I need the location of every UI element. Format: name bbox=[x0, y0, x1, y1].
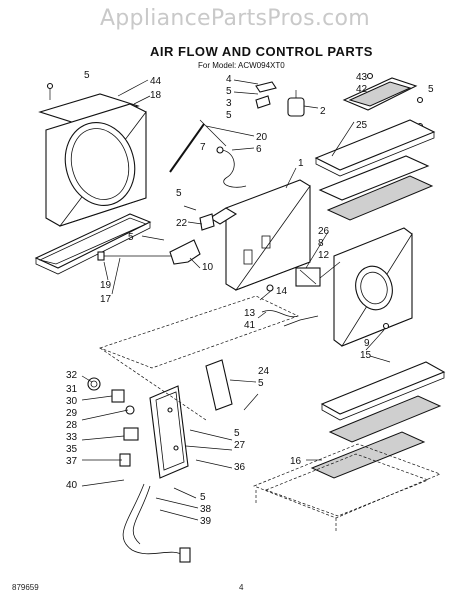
wire-13-41 bbox=[261, 310, 319, 327]
page-number: 4 bbox=[239, 583, 244, 592]
callout-1: 1 bbox=[298, 158, 304, 169]
callout-4: 4 bbox=[226, 74, 232, 85]
callout-26: 26 bbox=[318, 226, 330, 237]
access-cover-24 bbox=[205, 359, 233, 411]
callout-5: 5 bbox=[200, 492, 206, 503]
callout-17: 17 bbox=[100, 294, 112, 305]
mid-panel bbox=[318, 155, 430, 201]
top-panel-25 bbox=[314, 119, 436, 177]
callout-44: 44 bbox=[150, 76, 162, 87]
bracket-10 bbox=[169, 239, 201, 265]
center-bulkhead-1 bbox=[208, 179, 311, 291]
callout-35: 35 bbox=[66, 444, 78, 455]
fan-shroud-26 bbox=[333, 227, 413, 347]
callout-43: 43 bbox=[356, 72, 368, 83]
filter-holder-42 bbox=[342, 77, 418, 111]
filter-16 bbox=[310, 431, 426, 479]
callout-2: 2 bbox=[320, 106, 326, 117]
callout-38: 38 bbox=[200, 504, 212, 515]
top-cover-plate-44 bbox=[38, 93, 140, 125]
callout-13: 13 bbox=[244, 308, 256, 319]
callout-22: 22 bbox=[176, 218, 188, 229]
callout-16: 16 bbox=[290, 456, 302, 467]
base-pan-19 bbox=[34, 213, 152, 275]
switch-30 bbox=[111, 389, 135, 415]
callout-5: 5 bbox=[128, 232, 134, 243]
callout-40: 40 bbox=[66, 480, 78, 491]
front-grille-frame-18 bbox=[45, 103, 147, 227]
callout-5: 5 bbox=[84, 70, 90, 81]
callout-42: 42 bbox=[356, 84, 368, 95]
callout-8: 8 bbox=[318, 238, 324, 249]
callout-5: 5 bbox=[226, 86, 232, 97]
model-subtitle: For Model: ACW094XT0 bbox=[198, 61, 285, 70]
callout-15: 15 bbox=[360, 350, 372, 361]
air-deflector-15 bbox=[320, 361, 446, 421]
callout-32: 32 bbox=[66, 370, 78, 381]
callout-29: 29 bbox=[66, 408, 78, 419]
callout-6: 6 bbox=[256, 144, 262, 155]
shaft-17 bbox=[97, 251, 178, 261]
callout-3: 3 bbox=[226, 98, 232, 109]
callout-19: 19 bbox=[100, 280, 112, 291]
callout-14: 14 bbox=[276, 286, 288, 297]
callout-25: 25 bbox=[356, 120, 368, 131]
callout-7: 7 bbox=[200, 142, 206, 153]
capacitor-2 bbox=[287, 90, 305, 117]
rod-20 bbox=[169, 119, 227, 173]
callout-5: 5 bbox=[258, 378, 264, 389]
callout-5: 5 bbox=[176, 188, 182, 199]
callout-37: 37 bbox=[66, 456, 78, 467]
callout-36: 36 bbox=[234, 462, 246, 473]
filter-media-upper bbox=[326, 175, 434, 221]
callout-10: 10 bbox=[202, 262, 214, 273]
document-code: 879659 bbox=[12, 583, 39, 592]
clip-22 bbox=[199, 213, 215, 231]
base-outline-dashed bbox=[253, 443, 441, 532]
callout-41: 41 bbox=[244, 320, 256, 331]
thermostat-6 bbox=[216, 146, 247, 188]
fastener-14 bbox=[266, 284, 274, 292]
knob-32 bbox=[87, 377, 101, 391]
callout-18: 18 bbox=[150, 90, 162, 101]
filter-media-lower bbox=[328, 395, 442, 443]
callout-27: 27 bbox=[234, 440, 246, 451]
callout-5: 5 bbox=[234, 428, 240, 439]
control-panel-27 bbox=[149, 385, 189, 479]
screw-icon bbox=[382, 322, 390, 330]
callout-33: 33 bbox=[66, 432, 78, 443]
page-title: AIR FLOW AND CONTROL PARTS bbox=[150, 44, 373, 59]
callout-5: 5 bbox=[428, 84, 434, 95]
screw-icon bbox=[46, 82, 54, 100]
callout-28: 28 bbox=[66, 420, 78, 431]
relay-33 bbox=[123, 427, 139, 441]
callout-31: 31 bbox=[66, 384, 78, 395]
callout-9: 9 bbox=[364, 338, 370, 349]
power-cord-39 bbox=[122, 483, 191, 563]
callout-30: 30 bbox=[66, 396, 78, 407]
switch-8-12 bbox=[295, 267, 321, 287]
callout-39: 39 bbox=[200, 516, 212, 527]
callout-20: 20 bbox=[256, 132, 268, 143]
watermark: AppliancePartsPros.com bbox=[99, 6, 371, 31]
callout-12: 12 bbox=[318, 250, 330, 261]
bracket-3-4 bbox=[255, 81, 277, 109]
callout-5: 5 bbox=[226, 110, 232, 121]
callout-24: 24 bbox=[258, 366, 270, 377]
